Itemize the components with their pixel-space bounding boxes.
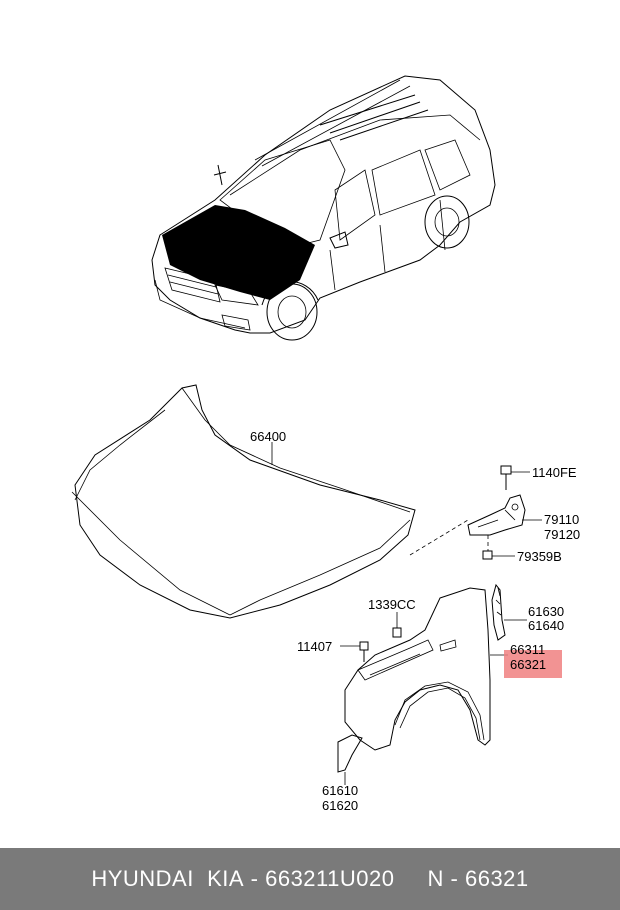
label-hood-bolt: 1140FE <box>532 465 577 480</box>
label-hinge-a: 79110 <box>544 512 579 527</box>
label-lower-b: 61620 <box>322 798 358 813</box>
label-fender-a: 66311 <box>510 642 545 657</box>
part-highlight <box>504 650 562 678</box>
label-clip: 1339CC <box>368 597 416 612</box>
label-hood: 66400 <box>250 429 286 444</box>
footer-brand: HYUNDAI KIA <box>91 866 245 891</box>
footer-separator: - <box>244 866 266 891</box>
suv-illustration <box>151 75 496 341</box>
fender-assembly: 1339CC 11407 61610 61620 61630 61640 663… <box>297 583 564 813</box>
label-bracket-b: 61640 <box>528 618 564 633</box>
parts-diagram: 66400 1140FE 79110 79120 79359B 1339CC 1… <box>71 75 580 813</box>
label-lower-a: 61610 <box>322 783 358 798</box>
label-fender-b: 66321 <box>510 657 546 672</box>
part-number-footer: HYUNDAI KIA - 663211U020 N - 66321 <box>0 848 620 910</box>
label-bolt: 11407 <box>297 639 332 654</box>
label-hinge-b: 79120 <box>544 527 580 542</box>
label-hinge-nut: 79359B <box>517 549 562 564</box>
footer-part-number: 663211U020 <box>265 866 395 891</box>
hood-panel: 66400 <box>71 384 469 619</box>
footer-gap <box>394 866 427 892</box>
hinge-assembly: 1140FE 79110 79120 79359B <box>467 465 580 564</box>
footer-ref: N - 66321 <box>427 866 529 891</box>
label-bracket-a: 61630 <box>528 604 564 619</box>
